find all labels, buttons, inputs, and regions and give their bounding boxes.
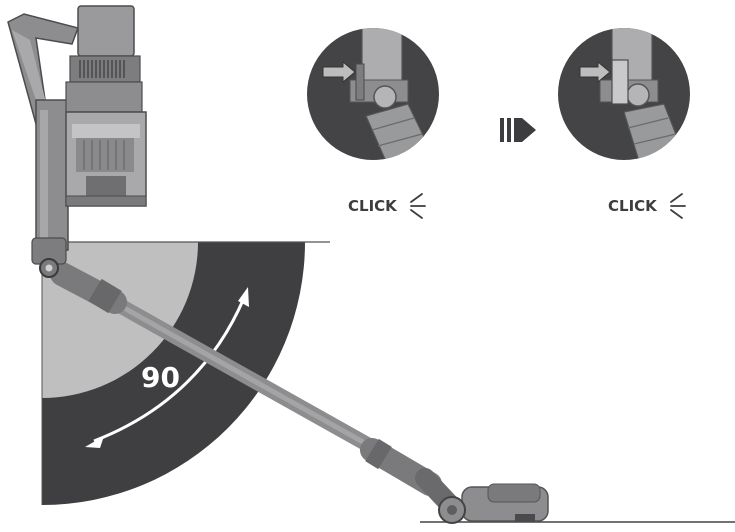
click-sound-lines-icon: [411, 194, 425, 218]
detail-circle-before: [307, 8, 468, 184]
click-label-before: CLICK: [348, 197, 398, 215]
click-label-after: CLICK: [608, 197, 658, 215]
detail-circle-after: [558, 8, 720, 184]
floor-brush-head: [439, 484, 548, 523]
angle-label: 90: [141, 361, 180, 394]
handheld-vacuum-unit: [8, 6, 146, 277]
step-arrow-icon: [500, 118, 536, 142]
click-sound-lines-icon: [671, 194, 685, 218]
